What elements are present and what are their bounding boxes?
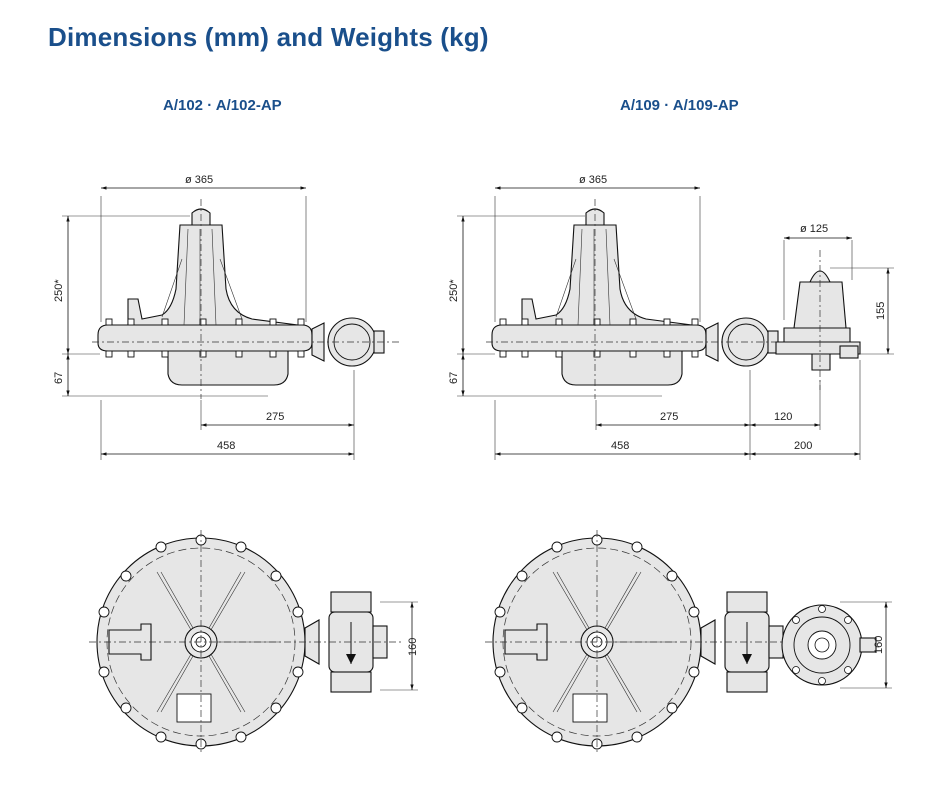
right-model-title: A/109 · A/109-AP <box>620 97 739 114</box>
left-plan-view <box>88 529 418 755</box>
right-dim-200: 200 <box>794 440 812 452</box>
right-dim-diameter: ø 365 <box>579 174 607 186</box>
right-dim-458: 458 <box>611 440 629 452</box>
right-dim-pilot-diameter: ø 125 <box>800 223 828 235</box>
left-dim-458: 458 <box>217 440 235 452</box>
page-title: Dimensions (mm) and Weights (kg) <box>48 22 489 52</box>
right-dim-plan-160: 160 <box>873 636 885 654</box>
left-dim-diameter: ø 365 <box>185 174 213 186</box>
right-dim-275: 275 <box>660 411 678 423</box>
right-dim-height-top: 250* <box>448 279 460 302</box>
left-dim-plan-160: 160 <box>407 638 419 656</box>
right-dim-pilot-height: 155 <box>875 302 887 320</box>
right-elevation-view <box>457 186 894 460</box>
right-dim-120: 120 <box>774 411 792 423</box>
right-dim-height-bottom: 67 <box>448 372 460 384</box>
left-dim-height-bottom: 67 <box>53 372 65 384</box>
left-model-title: A/102 · A/102-AP <box>163 97 282 114</box>
left-dim-height-top: 250* <box>53 279 65 302</box>
left-dim-275: 275 <box>266 411 284 423</box>
left-elevation-view <box>62 186 403 460</box>
right-plan-view <box>484 529 892 755</box>
